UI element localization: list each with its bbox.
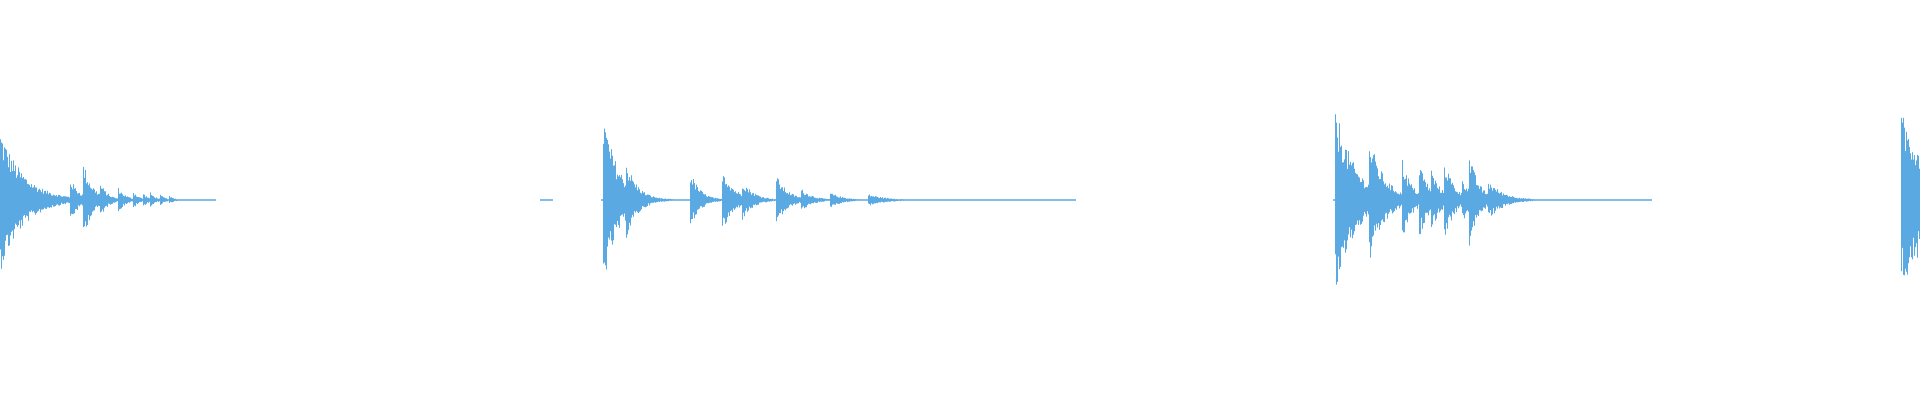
waveform-trace [0,114,1920,285]
